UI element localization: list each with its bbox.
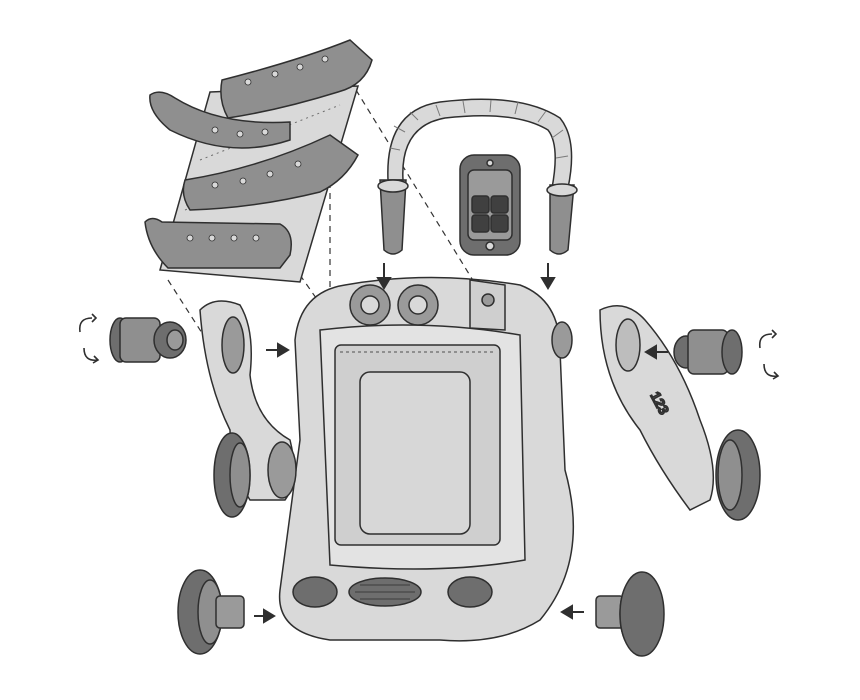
pad-1 <box>220 39 373 119</box>
left-knob <box>109 317 187 363</box>
bottom-right-wheel <box>595 571 665 657</box>
rotate-icon-right <box>758 329 780 380</box>
arrow-left-right-knob <box>644 344 668 360</box>
remote-button-3 <box>471 214 490 233</box>
remote-button-1 <box>471 195 490 214</box>
body-screen <box>359 371 471 535</box>
arrow-down-right <box>540 263 556 290</box>
right-side-arm: 123 <box>599 305 761 521</box>
handle-left-collar <box>377 179 409 193</box>
remote-button-4 <box>490 214 509 233</box>
arrow-down-left <box>376 263 392 290</box>
right-knob <box>673 329 743 375</box>
arrow-left-bottom-right <box>560 604 584 620</box>
handle-right-collar <box>546 183 578 197</box>
body-side-socket-right <box>551 321 573 359</box>
pad-2 <box>149 91 291 149</box>
rotate-icon-left <box>78 313 100 364</box>
arrow-right-bottom-left <box>254 608 276 624</box>
bottom-left-wheel <box>177 569 245 655</box>
handle-right-post <box>549 184 575 255</box>
remote-button-2 <box>490 195 509 214</box>
assembly-arrows <box>254 263 668 624</box>
remote-control <box>459 154 521 256</box>
handle-bar <box>377 98 578 255</box>
arrow-right-left-arm <box>266 342 290 358</box>
body-button-right <box>447 576 493 608</box>
front-left-wheel <box>213 432 297 518</box>
handle-left-post <box>379 179 407 255</box>
main-body <box>278 276 575 642</box>
left-side-arm <box>199 300 297 518</box>
pad-4 <box>144 217 292 269</box>
body-button-left <box>292 576 338 608</box>
seat-pad-set <box>144 39 373 283</box>
front-right-wheel <box>715 429 761 521</box>
